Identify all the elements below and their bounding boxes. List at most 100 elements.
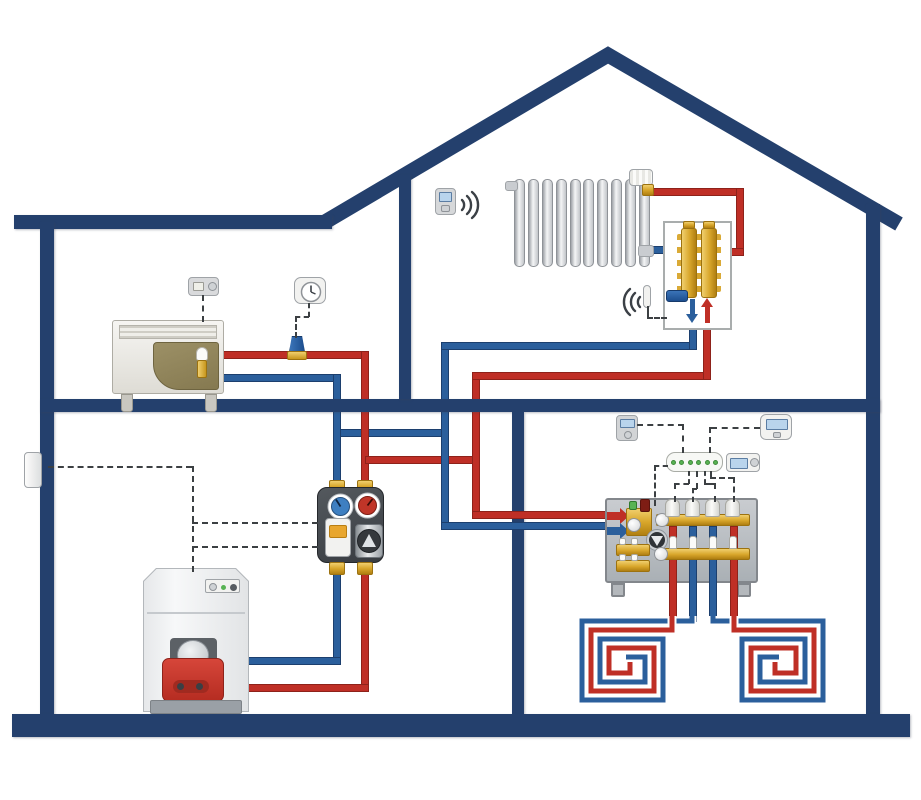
sub-manifold-cap [619,554,626,561]
controller-knob [750,458,759,467]
wire [692,488,694,502]
mixing-unit-green-button [629,501,637,510]
sub-manifold-cap [631,554,638,561]
radio-waves-icon [460,190,480,220]
radiator-manifold-bar-right [701,228,717,298]
wire [637,424,684,426]
right-wall [866,204,880,717]
flow-direction-red [705,307,710,323]
cabinet-leg [737,583,751,597]
wire [192,466,194,572]
convector-leg [121,394,133,412]
wiring-center-led [687,459,693,465]
wireless-thermostat [435,188,456,215]
thermo-actuator [725,499,740,517]
wire [295,316,309,318]
convector-thermostat [188,277,219,296]
radiator-air-vent [505,181,518,191]
room-thermostat-right [760,414,792,440]
wire [647,306,649,318]
zone-valve-body [287,351,307,360]
radiator-manifold-bar-left [681,228,697,298]
wire [295,316,297,338]
wire [654,465,656,506]
wire [682,424,684,453]
wire [688,471,690,484]
sub-manifold-cap [619,538,626,545]
flat-roof-left [14,215,332,229]
wire [647,317,667,319]
flow-meter [689,536,697,549]
flow-direction-blue [690,299,695,315]
wire [202,295,204,322]
radiator-section [569,179,581,267]
manifold-end-knob [654,547,668,561]
wiring-center-led [670,459,676,465]
wire [654,465,668,467]
manifold-actuators [665,499,745,517]
radiator-section [514,179,525,267]
burner-port [177,683,184,690]
burner-slot [173,680,209,693]
wiring-center-led [696,459,702,465]
upper-interior-wall [399,175,411,399]
supply-inlet-arrow [607,512,621,520]
timer-thermostat [294,277,326,304]
wiring-center [666,452,723,472]
down-arrow-icon [686,314,698,323]
wireless-thermostat-button [441,205,450,212]
wire [692,488,697,490]
foundation-slab [12,714,910,737]
return-manifold-bar [656,548,750,560]
right-arrow-icon [620,523,629,539]
wire [674,483,689,485]
convector-valve-cap [196,347,208,361]
trv-connector [642,184,654,196]
wire [710,477,734,479]
pressure-gauge-hot [354,492,381,519]
radiator-section [625,179,636,267]
up-arrow-icon [701,298,713,307]
pump-arrow-icon [651,536,663,546]
controller-window [329,525,347,538]
radiator-section [583,179,595,267]
wire [711,427,760,429]
wire [674,483,676,502]
clock-icon [300,281,322,303]
radiator-section [555,179,567,267]
cabinet-leg [611,583,625,597]
wire [709,427,711,453]
pressure-gauge-cold [327,493,354,520]
thermostat-button [773,432,781,438]
radiator-section [611,179,623,267]
thermostat-display [766,419,788,430]
flow-meter [709,536,717,549]
wireless-receiver-antenna [643,285,651,308]
thermostat-knob [208,282,217,291]
wiring-center-led [713,459,719,465]
thermostat-dial [624,431,632,439]
floor-manifold-supply-main [472,511,614,519]
middle-floor [40,399,880,412]
burner-port [196,683,203,690]
convector-grille [119,325,217,339]
wire [696,471,698,489]
thermostat-display [193,282,204,291]
controller-display [730,458,748,469]
wireless-thermostat-display [439,192,452,202]
floor-manifold-return-main [441,522,614,530]
floor-coil-right [708,616,828,705]
wire [714,483,716,502]
convector-side-panel [153,342,219,390]
pump-group-controller [325,518,351,557]
mixing-sub-manifold [616,560,650,572]
wire [733,477,735,502]
mixing-valve-knob [627,518,641,532]
burner [162,658,224,702]
pipe-union [357,562,373,575]
wire [192,546,318,548]
pipe-union [329,562,345,575]
right-arrow-icon [620,508,629,524]
manifold-flow-meters [669,536,745,549]
